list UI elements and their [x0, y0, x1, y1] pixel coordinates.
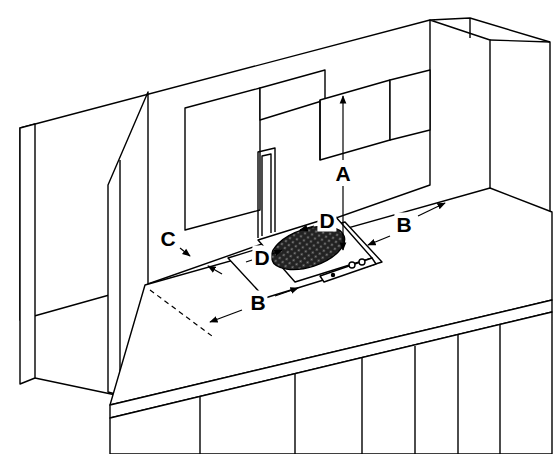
- wall-cabinet-left: [185, 88, 260, 230]
- right-panel: [430, 18, 550, 215]
- dimension-letter: A: [333, 162, 352, 185]
- dimension-letter: D: [317, 209, 336, 232]
- left-wall: [20, 124, 35, 384]
- dimension-letter: B: [248, 291, 267, 314]
- wall-cabinet-right: [320, 80, 390, 160]
- base-cabinets: [110, 312, 552, 454]
- grill-plate: [266, 218, 350, 278]
- dimension-letter: B: [394, 213, 413, 236]
- hood-top: [260, 70, 325, 120]
- dimension-letter: D: [252, 246, 271, 269]
- control-strip: [320, 258, 376, 282]
- lid-bracket: [258, 148, 275, 238]
- dimension-letter: C: [158, 227, 177, 250]
